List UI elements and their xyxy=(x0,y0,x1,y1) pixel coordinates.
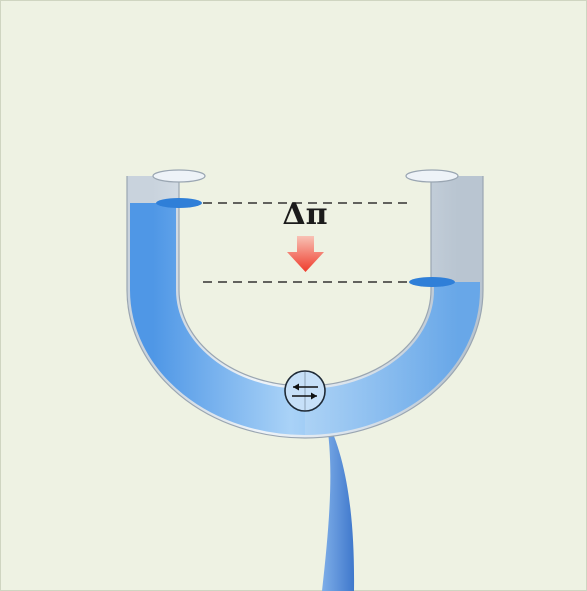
pressure-arrow xyxy=(287,236,324,272)
right-meniscus xyxy=(409,277,455,287)
left-tube-opening xyxy=(153,170,205,182)
solvent-stream xyxy=(322,418,354,591)
right-tube-opening xyxy=(406,170,458,182)
left-meniscus xyxy=(156,198,202,208)
osmotic-pressure-label: Δπ xyxy=(282,197,327,232)
